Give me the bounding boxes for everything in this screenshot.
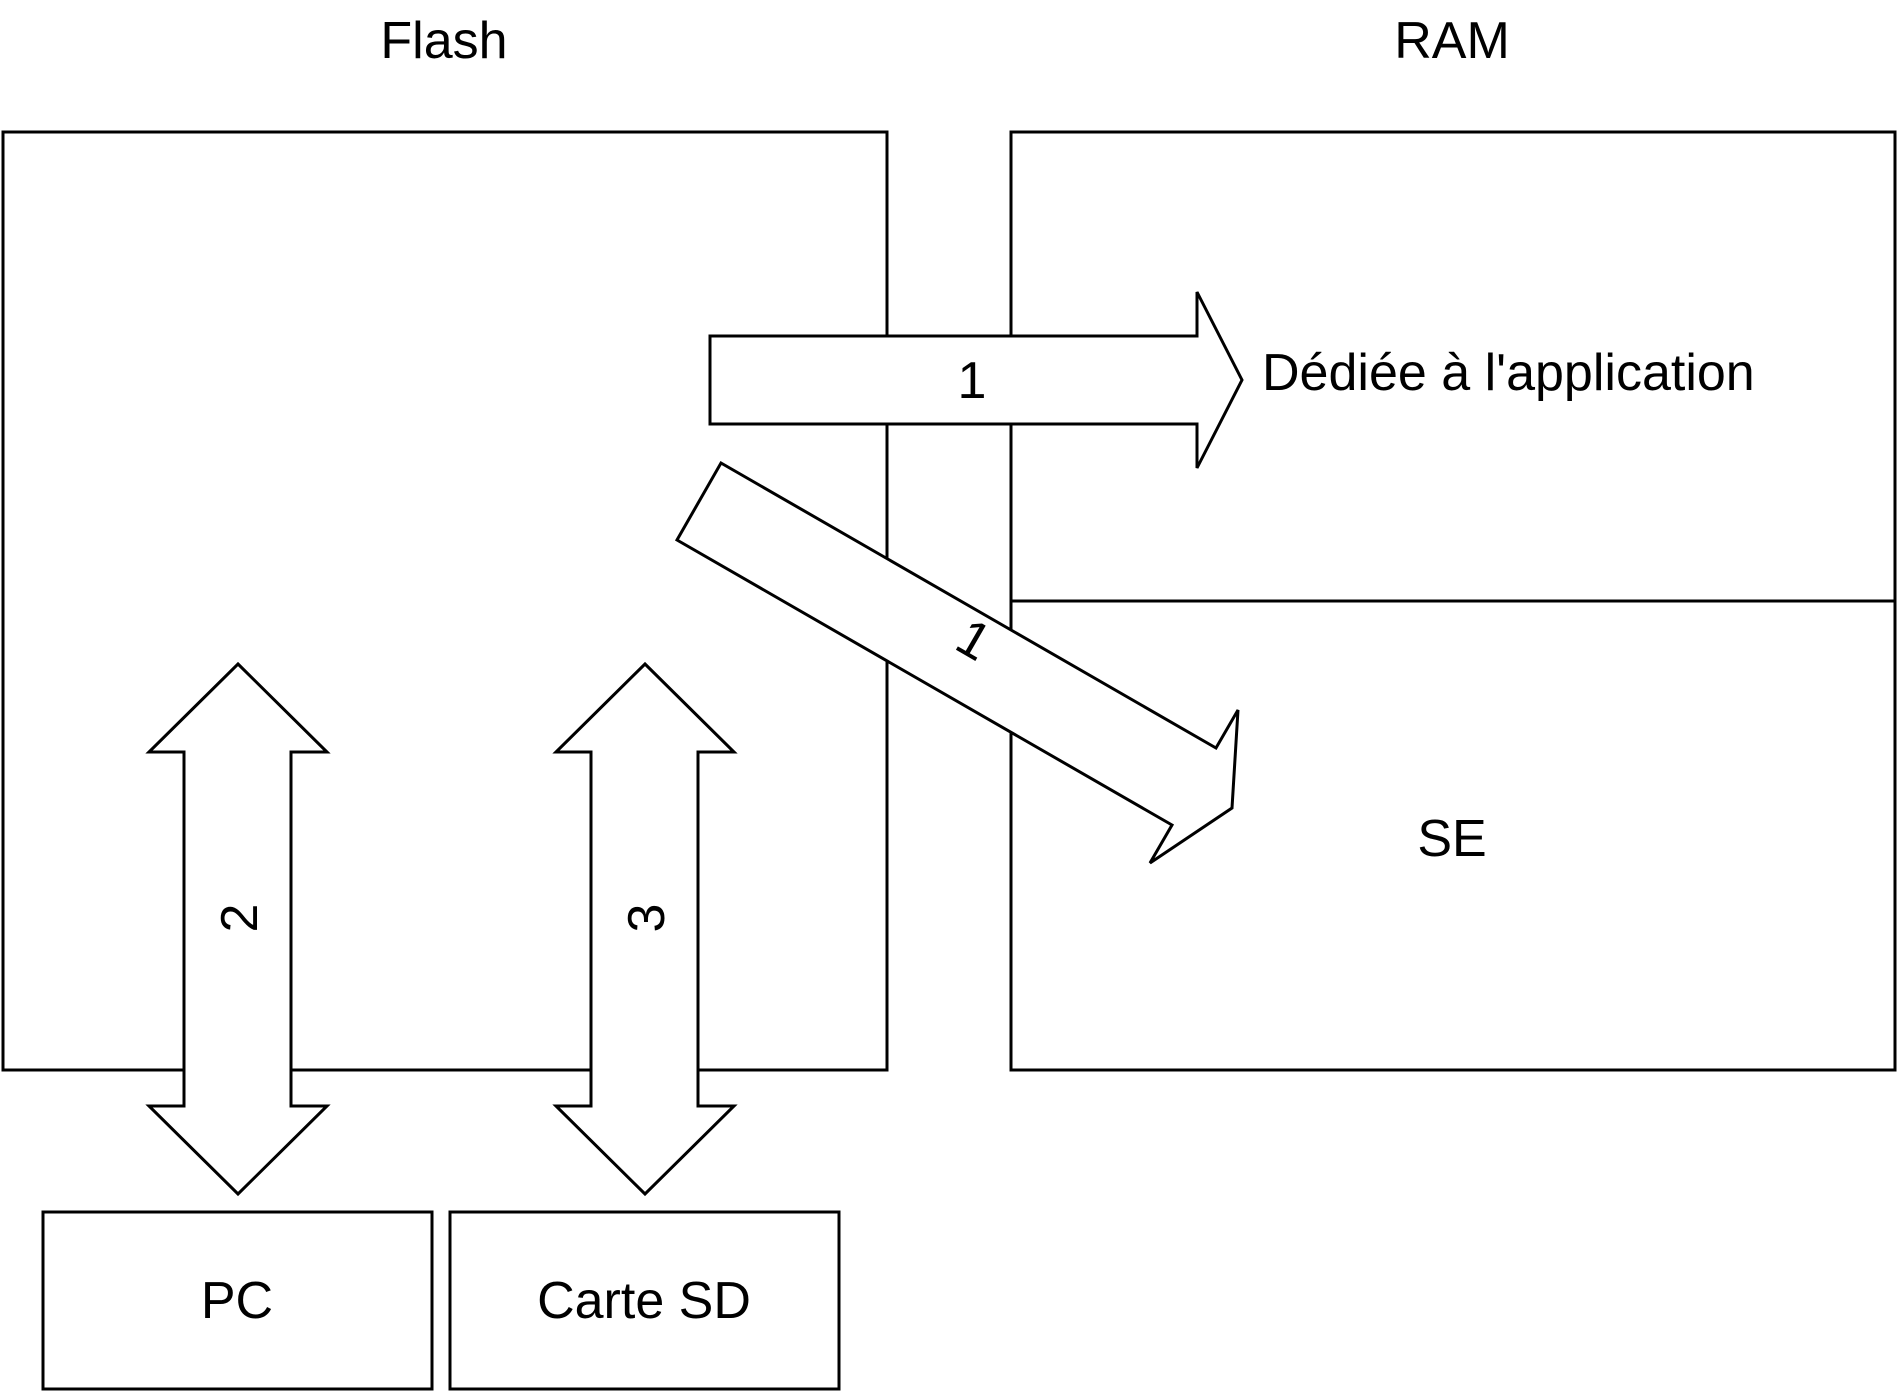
double-arrow-flash-sd [552, 661, 738, 1197]
arrow-app-label: 1 [958, 352, 987, 410]
arrow-sd-label: 3 [618, 904, 676, 933]
sd-card-box [448, 1210, 841, 1391]
flash-memory-block [1, 130, 889, 1072]
flash-title: Flash [380, 12, 507, 70]
arrow-flash-to-ram-app [708, 291, 1244, 469]
arrow-pc-label: 2 [211, 904, 269, 933]
arrow-flash-to-ram-os [674, 460, 1240, 865]
ram-os-section-label: SE [1417, 810, 1486, 868]
ram-app-section-label: Dédiée à l'application [1262, 344, 1755, 402]
sd-card-label: Carte SD [537, 1272, 751, 1330]
pc-label: PC [201, 1272, 273, 1330]
pc-box [41, 1210, 434, 1391]
double-arrow-flash-pc [145, 661, 331, 1197]
ram-title: RAM [1394, 12, 1510, 70]
